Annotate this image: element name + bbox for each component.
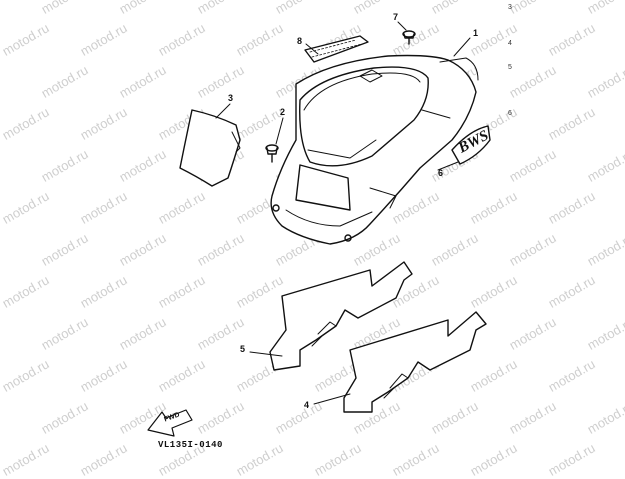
emblem-part	[451, 125, 491, 165]
seal-plate-part	[304, 35, 369, 63]
screw-mid-part	[265, 144, 279, 163]
callout-number-3: 3	[228, 93, 234, 103]
callout-number-1: 1	[473, 28, 479, 38]
edge-mark-5: 5	[508, 64, 512, 71]
fwd-arrow	[147, 409, 193, 437]
floor-mat-left-part	[269, 261, 413, 371]
callout-number-4: 4	[304, 400, 310, 410]
diagram-code: VL135I-0140	[158, 440, 223, 450]
callout-number-5: 5	[240, 344, 246, 354]
callout-number-7: 7	[393, 12, 399, 22]
edge-mark-6: 6	[508, 110, 512, 117]
exploded-view-drawing	[147, 21, 491, 437]
front-lid-part	[179, 109, 241, 187]
callout-number-6: 6	[438, 168, 444, 178]
edge-mark-3: 3	[508, 4, 512, 11]
body-cowling-part	[270, 54, 479, 245]
edge-mark-4: 4	[508, 40, 512, 47]
callout-number-2: 2	[280, 107, 286, 117]
floor-mat-right-part	[343, 311, 487, 413]
screw-top-part	[402, 30, 416, 45]
callout-number-8: 8	[297, 36, 303, 46]
